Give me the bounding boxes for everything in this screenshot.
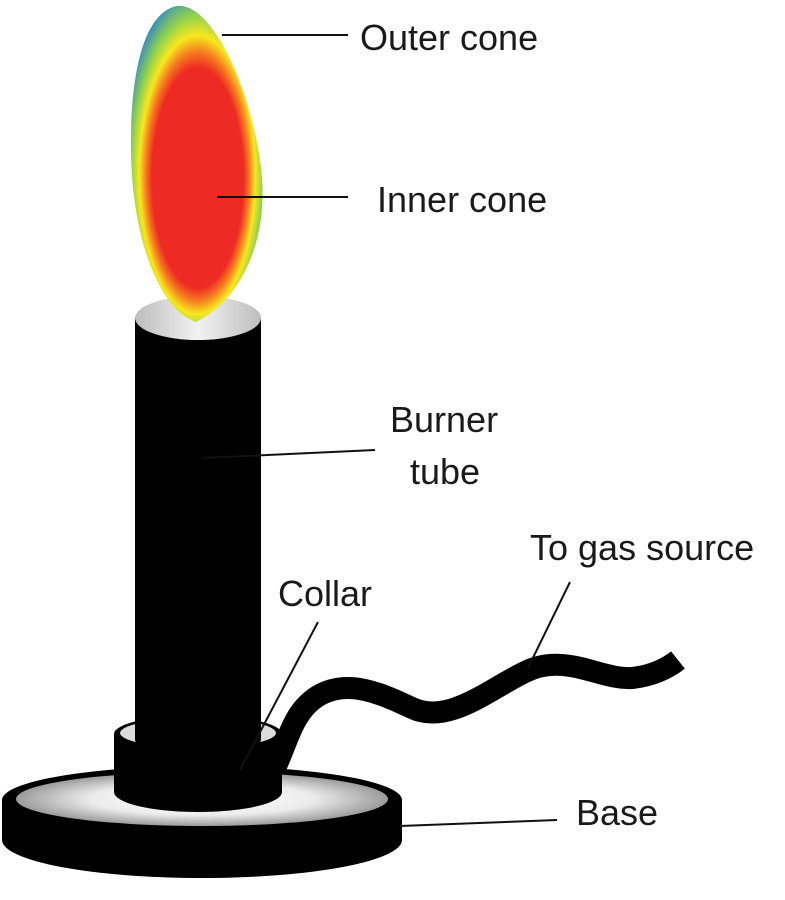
tube-body — [135, 318, 261, 740]
tube-bottom — [135, 728, 261, 752]
flame — [130, 5, 263, 322]
label-base: Base — [576, 792, 658, 833]
leader-gas-source — [527, 581, 571, 669]
gas-hose — [265, 651, 685, 773]
label-inner-cone: Inner cone — [377, 179, 547, 220]
label-collar: Collar — [278, 573, 372, 614]
label-burner-tube-line1: Burner — [390, 399, 498, 440]
label-to-gas-source: To gas source — [530, 527, 754, 568]
leader-base — [399, 819, 558, 827]
burner-tube — [135, 296, 261, 752]
leader-lines — [201, 34, 571, 827]
label-burner-tube-line2: tube — [410, 451, 480, 492]
leader-collar — [239, 621, 319, 771]
collar-side — [114, 734, 282, 812]
label-outer-cone: Outer cone — [360, 17, 538, 58]
leader-burner-tube — [201, 449, 376, 459]
